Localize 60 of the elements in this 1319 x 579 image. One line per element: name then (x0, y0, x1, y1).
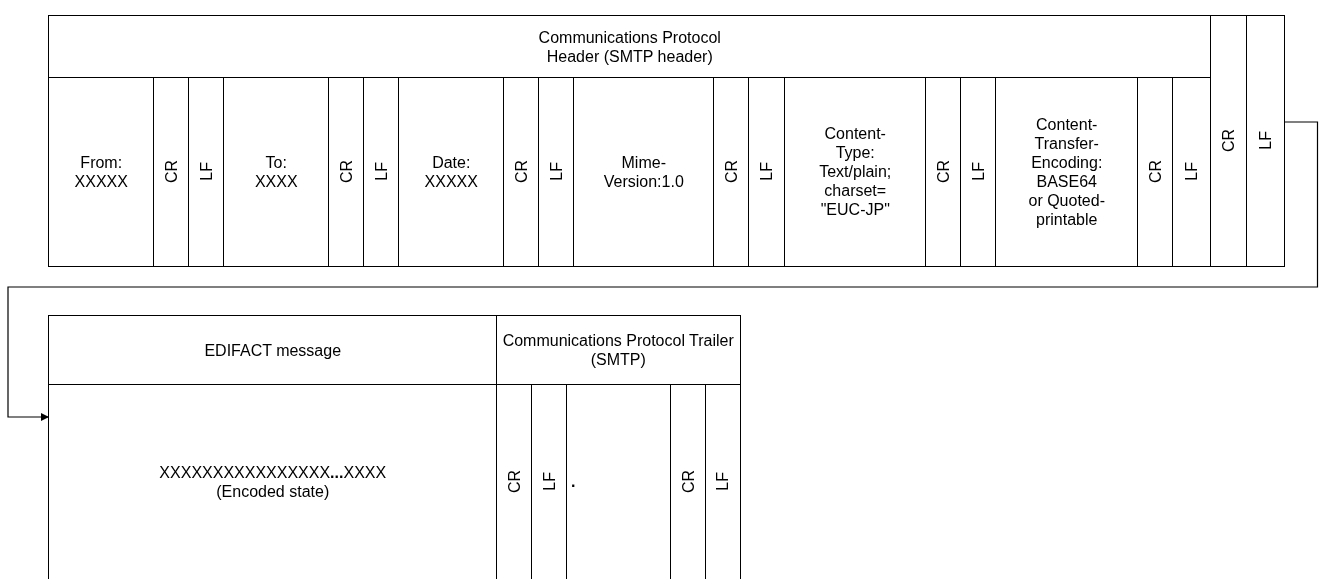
control-char-label: LF (371, 162, 391, 182)
control-char-label: CR (721, 160, 741, 184)
field-cell (573, 77, 715, 267)
field-text: Content-Transfer-Encoding: BASE64 or Quoted-printable (1028, 114, 1106, 229)
control-char-cell (188, 77, 225, 267)
control-char-label: LF (713, 472, 733, 492)
field-cell (784, 77, 927, 267)
header-cell (496, 315, 741, 386)
control-char-cell (1210, 15, 1248, 267)
control-char-cell (670, 384, 707, 579)
control-char-label: LF (539, 472, 559, 492)
field-text: (Encoded state) (216, 481, 330, 501)
header-cell (48, 315, 498, 386)
control-char-label: LF (546, 162, 566, 182)
field-text: Date: XXXXX (423, 152, 479, 191)
control-char-cell (1137, 77, 1174, 267)
control-char-label: CR (161, 160, 181, 184)
field-text: Content-Type: Text/plain; charset= "EUC-JP" (818, 124, 893, 220)
field-text: To: XXXX (253, 152, 299, 191)
connector-arrow (7, 121, 1319, 421)
control-char-cell (503, 77, 540, 267)
control-char-cell (328, 77, 365, 267)
control-char-label: LF (757, 162, 777, 182)
field-cell (48, 77, 155, 267)
field-text: Communications Protocol Header (SMTP header) (537, 27, 722, 66)
field-cell (398, 77, 505, 267)
control-char-label: CR (933, 160, 953, 184)
control-char-cell (1172, 77, 1212, 267)
control-char-cell (496, 384, 533, 579)
control-char-cell (960, 77, 997, 267)
field-text: From: XXXXX (73, 152, 129, 191)
control-char-cell (531, 384, 568, 579)
terminator-dot: . (571, 472, 576, 492)
field-text: XXXXXXXXXXXXXXXX...XXXX (159, 462, 387, 482)
field-text: EDIFACT message (204, 340, 342, 360)
header-cell (48, 15, 1212, 79)
control-char-cell (566, 384, 672, 579)
control-char-cell (1246, 15, 1285, 267)
control-char-cell (363, 77, 400, 267)
control-char-cell (748, 77, 786, 267)
control-char-label: LF (968, 162, 988, 182)
field-cell (223, 77, 330, 267)
control-char-label: CR (1219, 129, 1239, 153)
field-text: Mime-Version:1.0 (602, 152, 685, 191)
control-char-cell (153, 77, 190, 267)
control-char-label: LF (1182, 162, 1202, 182)
control-char-label: CR (678, 470, 698, 494)
data-cell (48, 384, 498, 579)
control-char-cell (713, 77, 750, 267)
control-char-label: CR (336, 160, 356, 184)
control-char-label: CR (511, 160, 531, 184)
field-text: Communications Protocol Trailer (SMTP) (501, 331, 735, 370)
control-char-label: LF (1255, 131, 1275, 151)
control-char-label: CR (504, 470, 524, 494)
field-cell (995, 77, 1139, 267)
control-char-label: LF (196, 162, 216, 182)
control-char-cell (705, 384, 741, 579)
control-char-cell (538, 77, 575, 267)
control-char-cell (925, 77, 962, 267)
control-char-label: CR (1145, 160, 1165, 184)
